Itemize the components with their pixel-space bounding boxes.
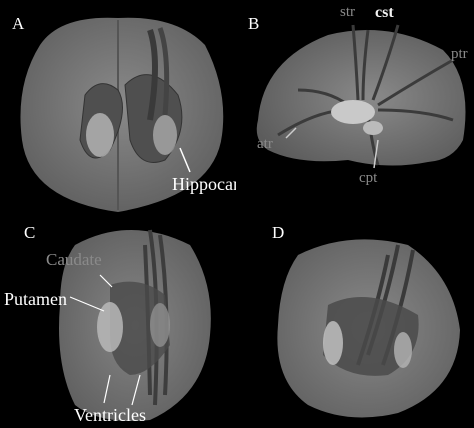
panel-b-brain-render <box>238 0 474 213</box>
putamen-label: Putamen <box>4 289 67 310</box>
str-label: str <box>340 4 355 21</box>
cpt-label: cpt <box>359 170 377 187</box>
panel-c-brain-render <box>0 215 236 428</box>
panel-d: D <box>238 215 474 428</box>
hippocampus-label: Hippocampus <box>172 174 236 195</box>
panel-d-label: D <box>272 223 284 243</box>
caudate-label: Caudate <box>46 250 102 270</box>
panel-a-label: A <box>12 14 24 34</box>
panel-a: A Hippocampus <box>0 0 236 213</box>
panel-b: B str cst ptr atr cpt <box>238 0 474 213</box>
cst-label: cst <box>375 4 394 22</box>
panel-c: C Caudate Putamen Ventricles <box>0 215 236 428</box>
atr-label: atr <box>257 136 273 153</box>
panel-c-label: C <box>24 223 35 243</box>
panel-d-brain-render <box>238 215 474 428</box>
panel-b-label: B <box>248 14 259 34</box>
ventricles-label: Ventricles <box>74 405 146 426</box>
ptr-label: ptr <box>451 46 468 63</box>
